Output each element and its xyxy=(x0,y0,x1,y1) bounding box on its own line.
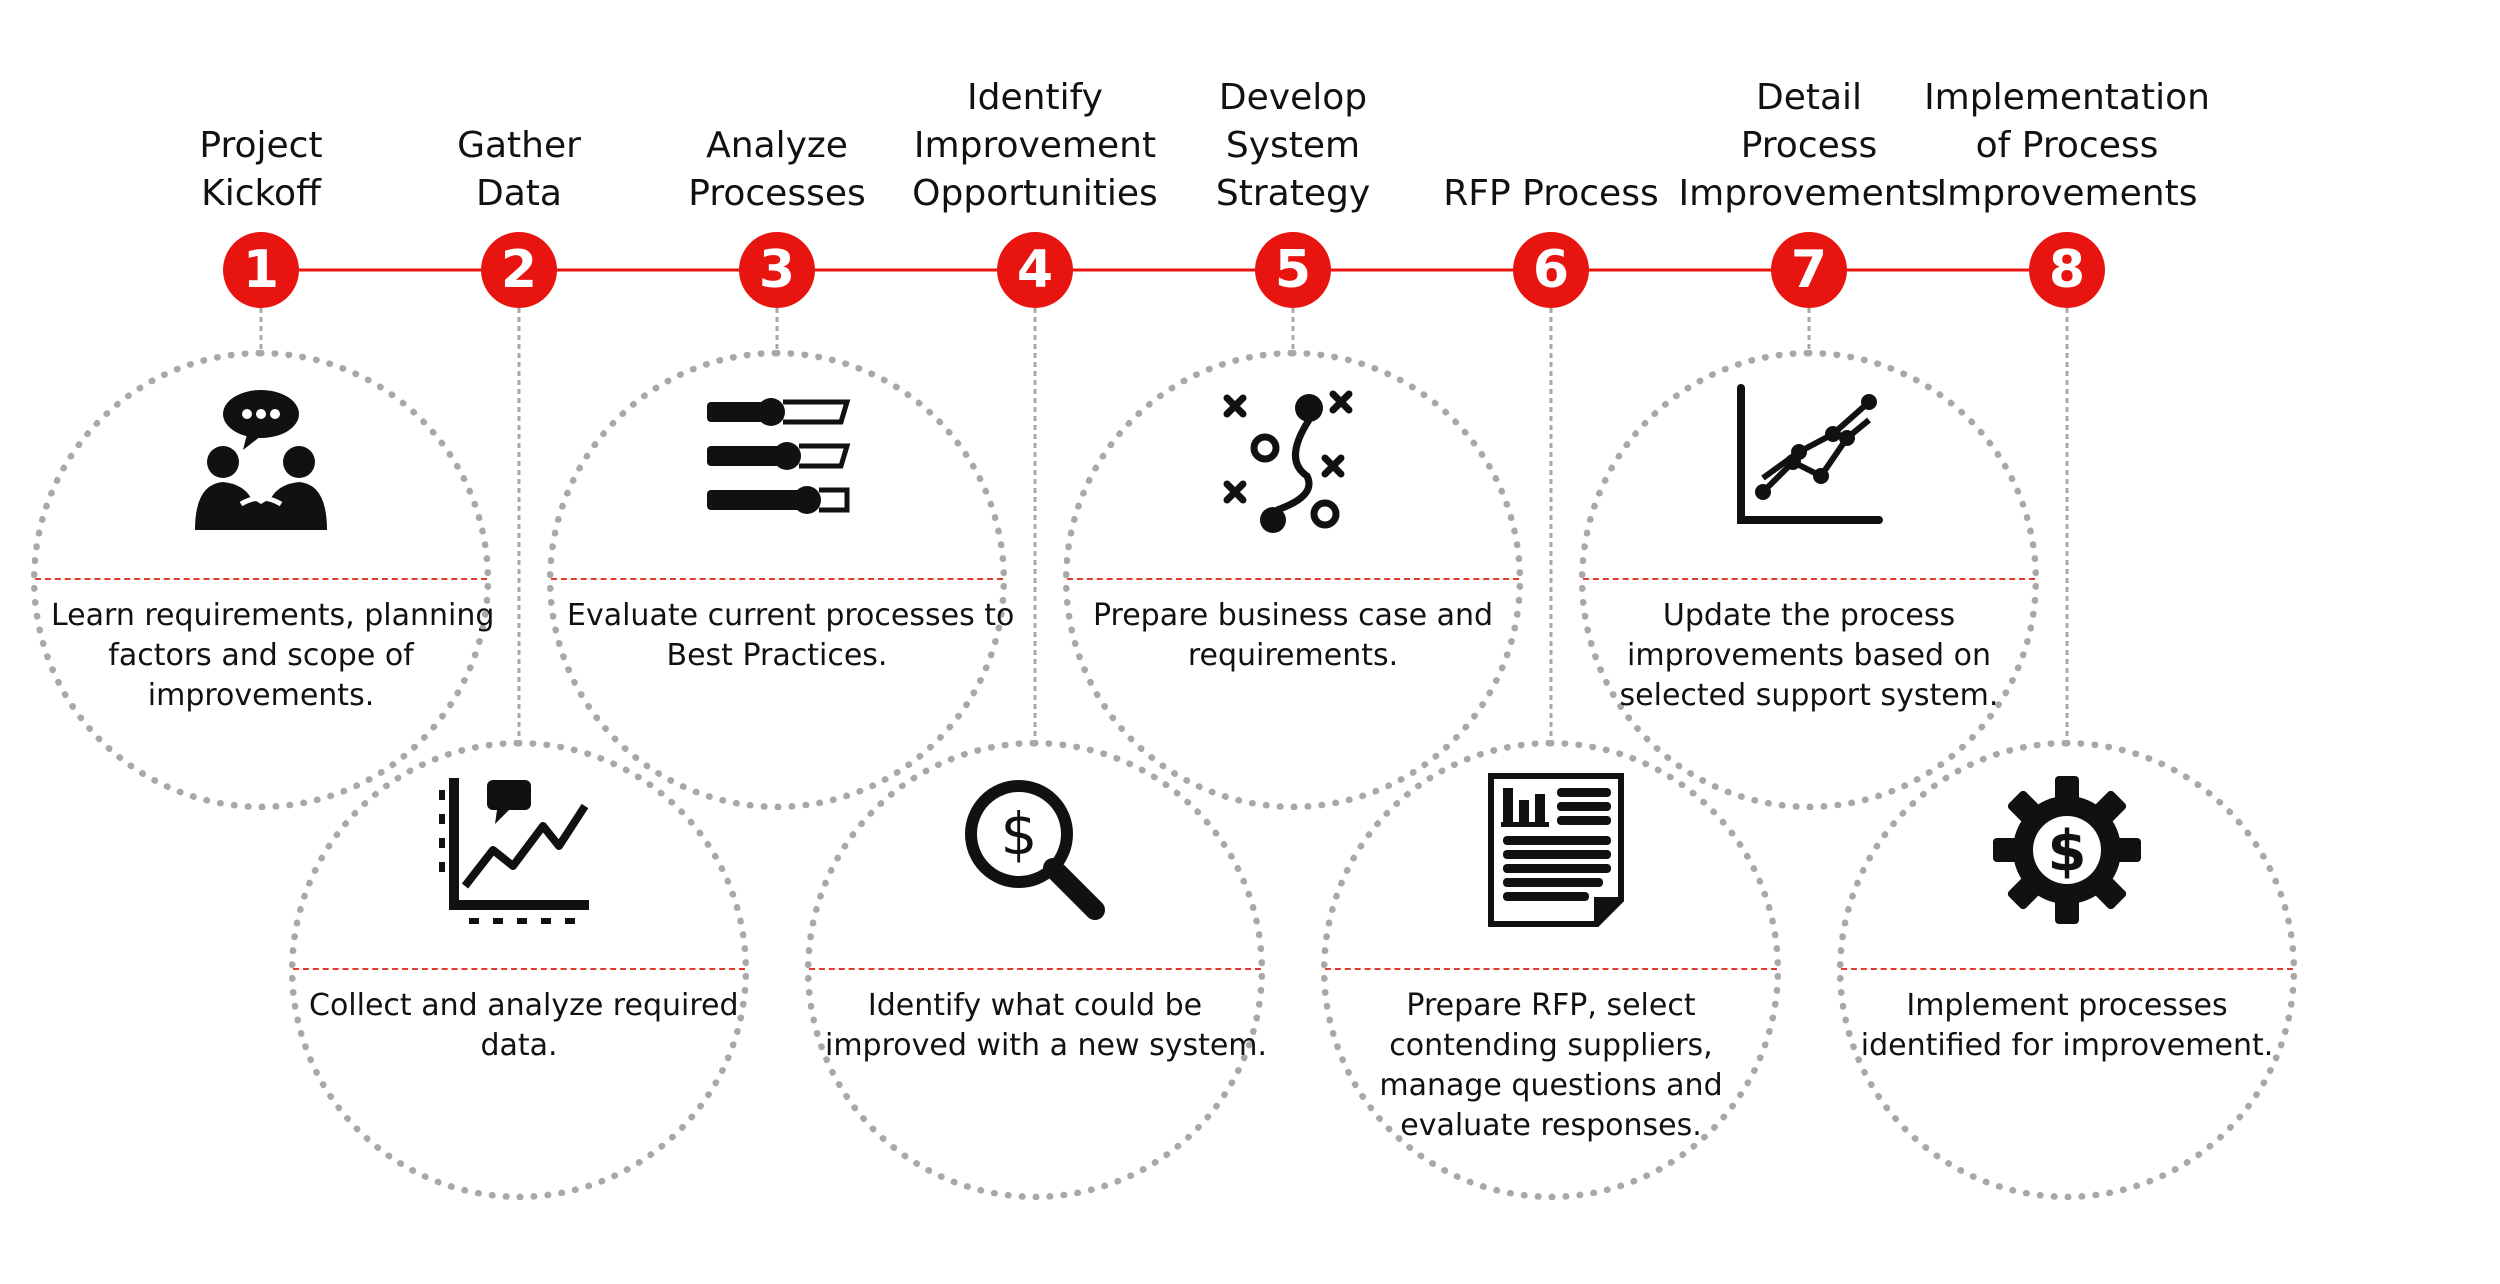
dollar-magnifier-icon: $ xyxy=(955,770,1115,930)
step-7-circle xyxy=(1579,350,2039,810)
step-1-description-line: Learn requirements, planning xyxy=(51,598,495,633)
step-8-divider xyxy=(1841,968,2293,970)
step-4-title-line: Opportunities xyxy=(912,173,1158,214)
step-1-description: Learn requirements, planning factors and … xyxy=(51,596,495,716)
step-8-description-line: Implement processes xyxy=(1906,988,2228,1023)
step-8-title-line: Implementation xyxy=(1924,77,2210,118)
step-2-description-line: data. xyxy=(480,1028,558,1063)
step-8-title-line: of Process xyxy=(1975,125,2159,166)
step-3-circle xyxy=(547,350,1007,810)
step-3-number-badge: 3 xyxy=(739,232,815,308)
step-7-title-line: Process xyxy=(1740,125,1878,166)
step-8-description-line: identified for improvement. xyxy=(1860,1028,2274,1063)
step-7-number-badge: 7 xyxy=(1771,232,1847,308)
step-4-description-line: improved with a new system. xyxy=(825,1028,1268,1063)
step-4-title-line: Identify xyxy=(967,77,1103,118)
step-8-description: Implement processes identified for improv… xyxy=(1857,986,2277,1066)
step-3-description-line: Best Practices. xyxy=(666,638,888,673)
step-3-title-line: Processes xyxy=(688,173,866,214)
step-2-description: Collect and analyze required data. xyxy=(309,986,739,1066)
step-6-description-line: Prepare RFP, select xyxy=(1406,988,1696,1023)
step-3-title-line: Analyze xyxy=(706,125,848,166)
line-graph-icon xyxy=(1729,380,1889,540)
step-1-circle xyxy=(31,350,491,810)
process-bars-icon xyxy=(697,380,857,540)
rfp-document-icon xyxy=(1471,770,1631,930)
step-1-title-line: Kickoff xyxy=(201,173,321,214)
step-1-title-line: Project xyxy=(199,125,323,166)
step-5-title-line: Strategy xyxy=(1215,173,1371,214)
step-8-title-line: Improvements xyxy=(1936,173,2198,214)
step-6-description-line: contending suppliers, xyxy=(1389,1028,1713,1063)
step-5-description-line: Prepare business case and xyxy=(1092,598,1494,633)
step-1-description-line: factors and scope of xyxy=(108,638,414,673)
step-5-description-line: requirements. xyxy=(1187,638,1399,673)
step-4-circle xyxy=(805,740,1265,1200)
step-6-title-line: RFP Process xyxy=(1443,173,1659,214)
step-6-number-badge: 6 xyxy=(1513,232,1589,308)
step-4-description: Identify what could be improved with a ne… xyxy=(825,986,1268,1066)
step-1-divider xyxy=(35,578,487,580)
step-6-description: Prepare RFP, select contending suppliers,… xyxy=(1341,986,1761,1146)
step-5-description: Prepare business case and requirements. xyxy=(1083,596,1503,676)
step-6-description-line: manage questions and xyxy=(1379,1068,1723,1103)
step-2-divider xyxy=(293,968,745,970)
step-5-title-line: Develop xyxy=(1218,77,1368,118)
step-5-number-badge: 5 xyxy=(1255,232,1331,308)
svg-text:$: $ xyxy=(2048,819,2087,884)
dollar-gear-icon: $ xyxy=(1987,770,2147,930)
step-4-number-badge: 4 xyxy=(997,232,1073,308)
step-7-divider xyxy=(1583,578,2035,580)
strategy-play-icon xyxy=(1213,380,1373,540)
meeting-people-icon xyxy=(181,380,341,540)
step-2-title-line: Data xyxy=(476,173,562,214)
step-4-description-line: Identify what could be xyxy=(867,988,1203,1023)
step-8-number-badge: 8 xyxy=(2029,232,2105,308)
step-7-description: Update the process improvements based on s… xyxy=(1599,596,2019,716)
step-3-description-line: Evaluate current processes to xyxy=(567,598,1015,633)
step-7-description-line: selected support system. xyxy=(1619,678,1999,713)
step-4-title-line: Improvement xyxy=(913,125,1157,166)
step-2-number-badge: 2 xyxy=(481,232,557,308)
step-7-description-line: Update the process xyxy=(1662,598,1956,633)
step-1-number-badge: 1 xyxy=(223,232,299,308)
step-6-description-line: evaluate responses. xyxy=(1400,1108,1702,1143)
step-6-circle xyxy=(1321,740,1781,1200)
step-2-circle xyxy=(289,740,749,1200)
step-2-title-line: Gather xyxy=(457,125,581,166)
step-2-description-line: Collect and analyze required xyxy=(309,988,739,1023)
step-4-divider xyxy=(809,968,1261,970)
step-7-description-line: improvements based on xyxy=(1627,638,1991,673)
step-3-description: Evaluate current processes to Best Practi… xyxy=(567,596,1015,676)
step-7-title-line: Improvements xyxy=(1678,173,1940,214)
step-5-divider xyxy=(1067,578,1519,580)
step-6-title: RFP Process xyxy=(1381,170,1721,218)
step-6-divider xyxy=(1325,968,1777,970)
step-5-title-line: System xyxy=(1225,125,1361,166)
step-3-divider xyxy=(551,578,1003,580)
step-7-title-line: Detail xyxy=(1755,77,1863,118)
step-1-description-line: improvements. xyxy=(147,678,375,713)
step-5-circle xyxy=(1063,350,1523,810)
data-chart-icon xyxy=(439,770,599,930)
svg-text:$: $ xyxy=(1001,800,1038,868)
